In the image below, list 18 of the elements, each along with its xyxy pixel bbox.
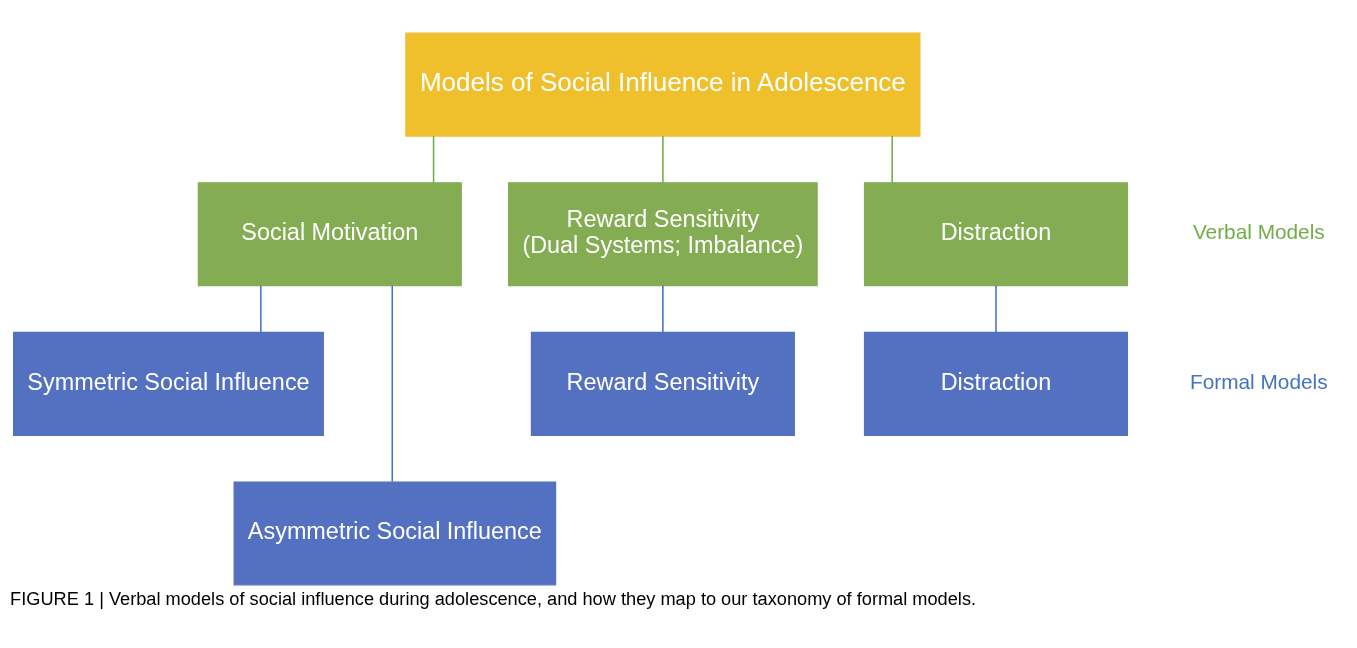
node-box: Distraction bbox=[863, 182, 1129, 287]
caption: FIGURE 1 | Verbal models of social influence during adolescence, and how they map to our taxonomy of formal models. bbox=[10, 588, 977, 609]
node-box: Symmetric Social Influence bbox=[13, 331, 324, 436]
node-box: Asymmetric Social Influence bbox=[233, 481, 557, 586]
connector bbox=[891, 135, 893, 184]
connector bbox=[432, 135, 435, 184]
node-box: Models of Social Influence in Adolescence bbox=[405, 32, 921, 137]
connector bbox=[391, 284, 394, 483]
connector bbox=[662, 284, 664, 334]
label: Formal Models bbox=[1190, 369, 1328, 393]
node-box: Reward Sensitivity bbox=[530, 331, 795, 436]
connector bbox=[662, 135, 664, 184]
node-box: Distraction bbox=[863, 331, 1129, 436]
connector bbox=[260, 284, 262, 334]
node-box: Social Motivation bbox=[197, 182, 462, 287]
label: Verbal Models bbox=[1192, 220, 1325, 244]
node-box: Reward Sensitivity (Dual Systems; Imbalance) bbox=[508, 182, 818, 287]
connector bbox=[995, 284, 997, 334]
